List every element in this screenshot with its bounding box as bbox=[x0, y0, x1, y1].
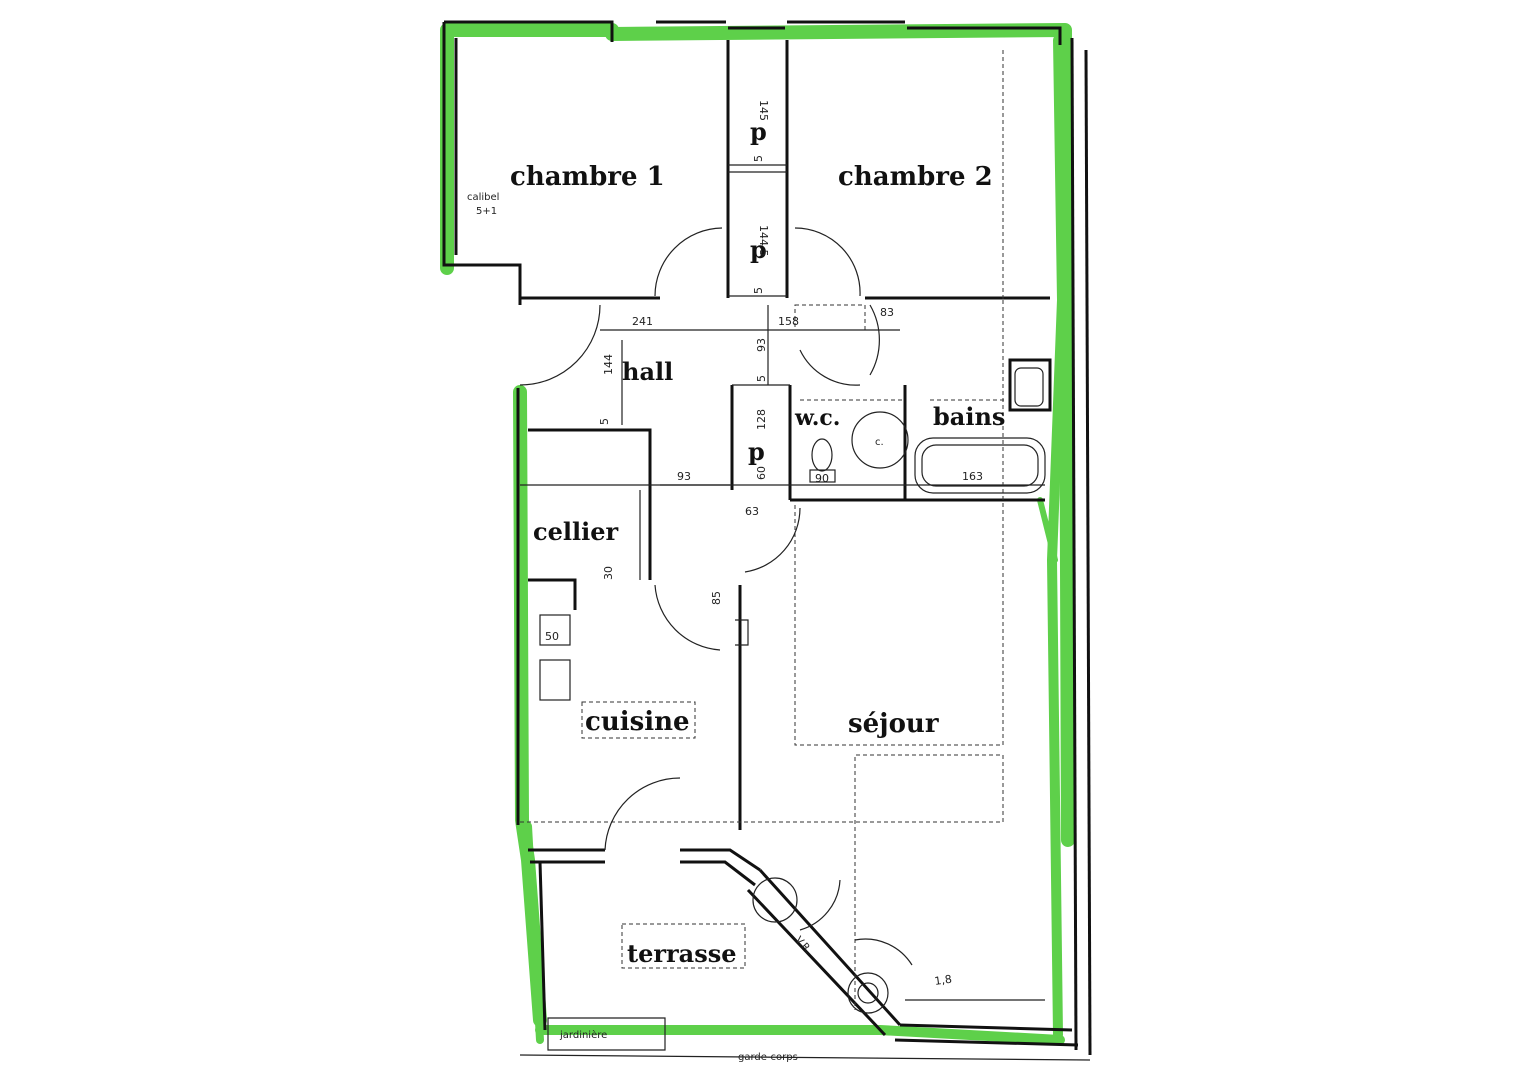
dim-5-c: 5 bbox=[755, 375, 768, 382]
dim-93-a: 93 bbox=[755, 338, 768, 352]
dim-63: 63 bbox=[745, 505, 759, 518]
dim-145: 145 bbox=[757, 100, 770, 121]
room-label-chambre-1: chambre 1 bbox=[510, 162, 665, 192]
dim-241: 241 bbox=[632, 315, 653, 328]
dim-85: 85 bbox=[710, 591, 723, 605]
room-label-cellier: cellier bbox=[533, 517, 619, 546]
dim-50: 50 bbox=[545, 630, 559, 643]
room-label-chambre-2: chambre 2 bbox=[838, 162, 993, 192]
label-garde-corps: garde-corps bbox=[738, 1052, 798, 1063]
room-label-hall: hall bbox=[622, 357, 673, 386]
label-c: c. bbox=[875, 437, 884, 448]
dimension-lines bbox=[600, 305, 1045, 1001]
dim-158: 158 bbox=[778, 315, 799, 328]
label-jardiniere: jardinière bbox=[559, 1029, 607, 1041]
room-label-bains: bains bbox=[933, 402, 1005, 431]
dim-144-5: 144.5 bbox=[757, 225, 770, 257]
room-label-sejour: séjour bbox=[848, 709, 939, 739]
dim-163: 163 bbox=[962, 470, 983, 483]
dim-60: 60 bbox=[755, 466, 768, 480]
dim-144: 144 bbox=[602, 354, 615, 375]
placard-label-2: p bbox=[750, 235, 767, 264]
placard-label-1: p bbox=[750, 117, 767, 146]
bathtub-icon bbox=[914, 437, 1046, 494]
dim-90: 90 bbox=[815, 472, 829, 485]
shower-drain-icon bbox=[851, 411, 909, 469]
dim-5-b: 5 bbox=[752, 287, 765, 294]
door-swings bbox=[519, 227, 913, 966]
label-calibel: calibel bbox=[467, 192, 499, 203]
room-label-terrasse: terrasse bbox=[627, 939, 737, 968]
label-calibel-dim: 5+1 bbox=[476, 206, 497, 217]
room-label-wc: w.c. bbox=[794, 405, 840, 431]
walls bbox=[442, 20, 1092, 1061]
dim-30: 30 bbox=[602, 566, 615, 580]
dim-5-a: 5 bbox=[752, 155, 765, 162]
wc-bowl-icon bbox=[811, 438, 833, 472]
room-label-cuisine: cuisine bbox=[585, 707, 690, 737]
fixtures bbox=[539, 367, 1046, 1014]
label-vr: V.R. bbox=[793, 935, 814, 956]
handwritten-annotation: 1,8 bbox=[934, 973, 953, 988]
dim-83: 83 bbox=[880, 306, 894, 319]
stove-icon bbox=[539, 614, 571, 646]
placard-label-3: p bbox=[748, 437, 765, 466]
dim-93-b: 93 bbox=[677, 470, 691, 483]
sink-icon bbox=[1014, 367, 1044, 407]
dim-5-d: 5 bbox=[598, 418, 611, 425]
dim-128: 128 bbox=[755, 409, 768, 430]
